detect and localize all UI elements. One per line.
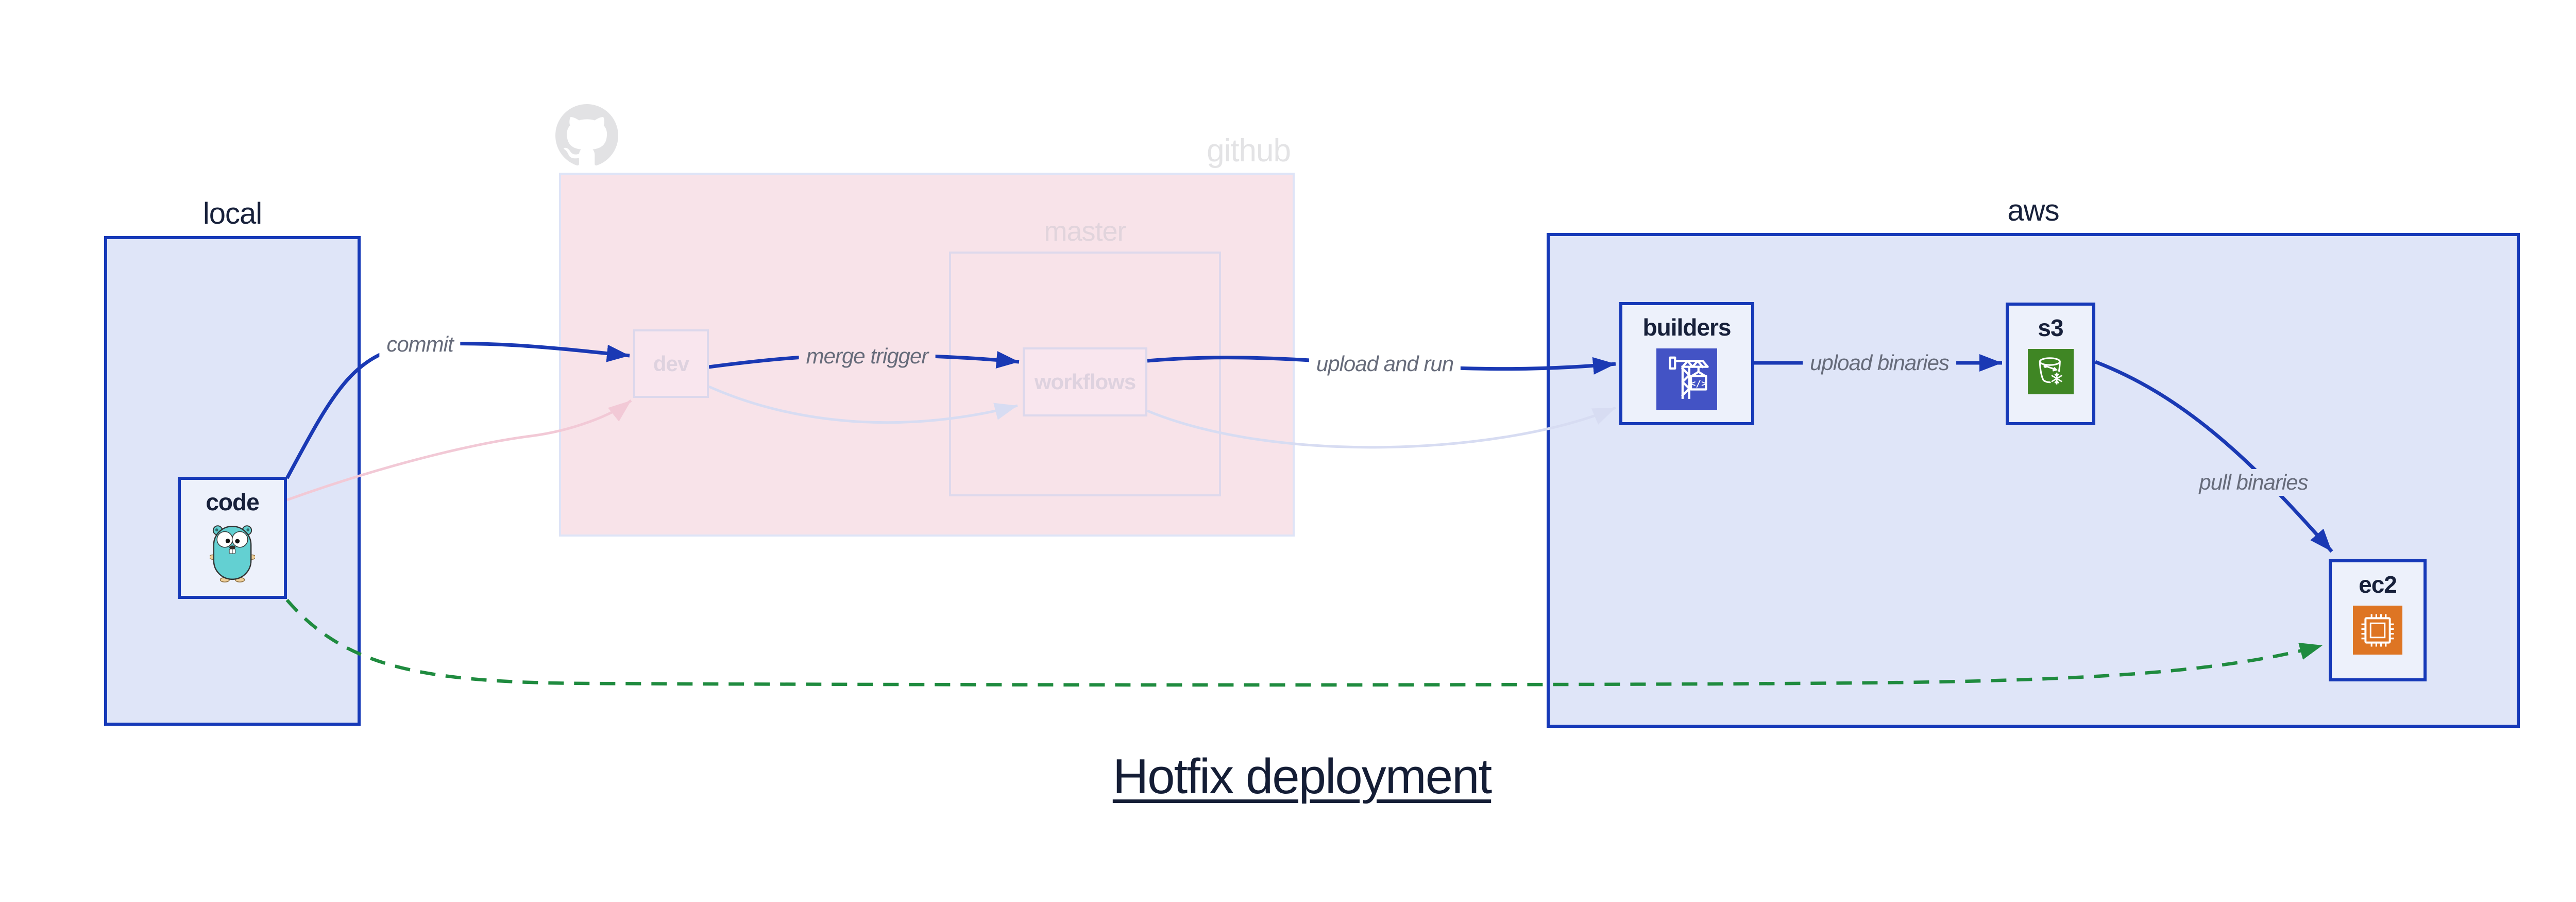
node-workflows: workflows (1023, 347, 1147, 416)
node-dev-label: dev (653, 351, 689, 376)
s3-glacier-bucket-icon (2027, 349, 2074, 394)
node-ec2-label: ec2 (2359, 571, 2397, 598)
node-code: code (178, 477, 287, 599)
node-dev: dev (633, 329, 709, 398)
master-branch-box (949, 252, 1221, 496)
node-code-label: code (206, 489, 259, 515)
edge-upload-and-run-label: upload and run (1309, 350, 1461, 377)
local-group-label: local (202, 197, 262, 230)
node-builders-label: builders (1642, 314, 1732, 341)
edge-commit-label: commit (379, 331, 461, 358)
node-workflows-label: workflows (1034, 370, 1136, 394)
edge-merge-trigger-label: merge trigger (799, 343, 936, 370)
node-ec2: ec2 (2329, 559, 2427, 681)
go-gopher-icon (210, 525, 255, 582)
aws-group-label: aws (2007, 194, 2059, 227)
node-builders: builders </> (1619, 302, 1754, 425)
svg-text:</>: </> (1690, 378, 1707, 389)
master-branch-label: master (1044, 216, 1126, 247)
edge-upload-binaries-label: upload binaries (1803, 349, 1956, 376)
edge-pull-binaries-label: pull binaries (2192, 469, 2315, 496)
codebuild-crane-icon: </> (1656, 348, 1717, 410)
node-s3-label: s3 (2038, 314, 2063, 341)
github-group-label: github (1207, 133, 1291, 169)
ec2-chip-icon (2353, 606, 2402, 655)
node-s3: s3 (2006, 303, 2095, 425)
github-octocat-logo-icon (555, 104, 618, 165)
diagram-title: Hotfix deployment (1112, 749, 1492, 804)
